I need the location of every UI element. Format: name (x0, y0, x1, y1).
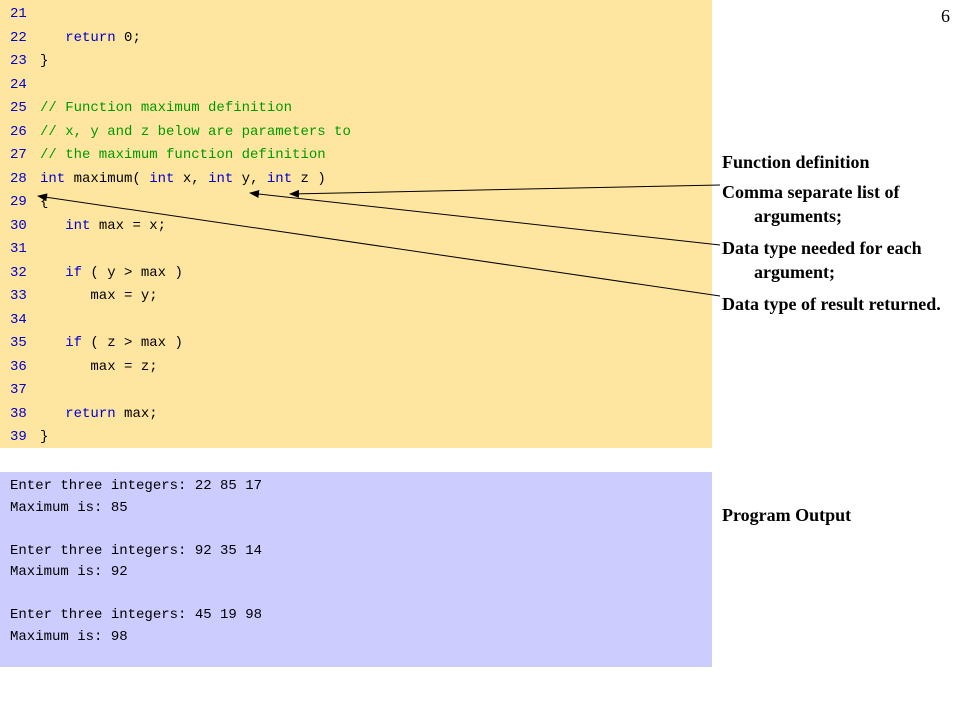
code-text: } (40, 53, 49, 69)
annotation-data-type-result: Data type of result returned. (722, 294, 941, 314)
code-text: ( y > max ) (82, 264, 183, 281)
line-number: 33 (10, 288, 27, 304)
code-keyword: int (40, 170, 66, 187)
code-line: 39} (10, 426, 48, 448)
code-text: max = y; (40, 288, 158, 304)
code-text: maximum( (65, 170, 150, 187)
code-line: 31 (10, 238, 40, 260)
code-keyword: return (65, 29, 116, 46)
program-output-panel: Enter three integers: 22 85 17 Maximum is… (0, 472, 712, 667)
line-number: 38 (10, 405, 27, 422)
code-line: 33 max = y; (10, 285, 158, 307)
code-comment: // Function maximum definition (40, 100, 293, 116)
line-number: 24 (10, 76, 27, 93)
code-line: 26 // x, y and z below are parameters to (10, 121, 351, 143)
code-line: 23} (10, 50, 48, 72)
line-number: 25 (10, 100, 27, 116)
code-line: 38 return max; (10, 403, 158, 425)
code-line: 29 { (10, 191, 48, 213)
line-number: 31 (10, 241, 27, 257)
output-line: Enter three integers: 45 19 98 (10, 607, 263, 623)
line-number: 30 (10, 217, 27, 234)
code-keyword: int (266, 170, 293, 187)
code-line: 25 // Function maximum definition (10, 97, 292, 119)
code-keyword: int (149, 170, 175, 187)
code-keyword: int (65, 217, 91, 234)
annotation-function-definition: Function definition (722, 152, 870, 172)
line-number: 35 (10, 335, 27, 351)
code-text: y, (233, 170, 267, 187)
line-number: 39 (10, 429, 27, 445)
code-text (40, 406, 65, 422)
line-number: 29 (10, 194, 27, 210)
code-text: max; (115, 405, 158, 422)
code-text: max = z; (40, 358, 158, 375)
code-text (40, 218, 65, 234)
annotation-comma-separated-list: Comma separate list of arguments; (722, 182, 900, 226)
code-comment: // x, y and z below are parameters to (40, 123, 351, 140)
annotation-data-type-each-argument: Data type needed for each argument; (722, 238, 922, 282)
code-text: 0; (115, 29, 141, 46)
output-line: Enter three integers: 92 35 14 (10, 542, 263, 559)
code-keyword: return (65, 405, 116, 422)
line-number: 26 (10, 123, 27, 140)
code-text (40, 265, 65, 281)
code-text: { (40, 194, 49, 210)
code-line: 24 (10, 74, 40, 96)
output-line: Maximum is: 85 (10, 499, 128, 516)
page-number: 6 (941, 6, 950, 26)
code-keyword: int (208, 170, 234, 187)
output-line: Enter three integers: 22 85 17 (10, 478, 263, 494)
code-line: 28 int maximum( int x, int y, int z ) (10, 168, 326, 190)
line-number: 23 (10, 53, 27, 69)
code-text (40, 335, 65, 351)
code-line: 35 if ( z > max ) (10, 332, 183, 354)
code-line: 32 if ( y > max ) (10, 262, 183, 284)
code-line: 27 // the maximum function definition (10, 144, 326, 166)
code-comment: // the maximum function definition (40, 147, 326, 163)
code-text: z ) (292, 170, 326, 187)
code-line: 21 (10, 3, 40, 25)
code-line: 34 (10, 309, 40, 331)
line-number: 34 (10, 311, 27, 328)
code-keyword: if (65, 264, 83, 281)
line-number: 36 (10, 358, 27, 375)
code-text: max = x; (90, 217, 167, 234)
line-number: 37 (10, 382, 27, 398)
code-keyword: if (65, 335, 83, 351)
line-number: 32 (10, 264, 27, 281)
output-line: Maximum is: 92 (10, 564, 128, 580)
code-line: 30 int max = x; (10, 215, 166, 237)
code-line: 37 (10, 379, 40, 401)
code-line: 22 return 0; (10, 27, 141, 49)
line-number: 22 (10, 29, 27, 46)
code-text: } (40, 429, 49, 445)
annotation-program-output: Program Output (722, 505, 852, 525)
line-number: 28 (10, 170, 27, 187)
code-text: ( z > max ) (82, 335, 183, 351)
code-text: x, (174, 170, 209, 187)
code-line: 36 max = z; (10, 356, 158, 378)
code-text (40, 30, 65, 46)
line-number: 27 (10, 147, 27, 163)
output-line: Maximum is: 98 (10, 628, 128, 645)
line-number: 21 (10, 6, 27, 22)
